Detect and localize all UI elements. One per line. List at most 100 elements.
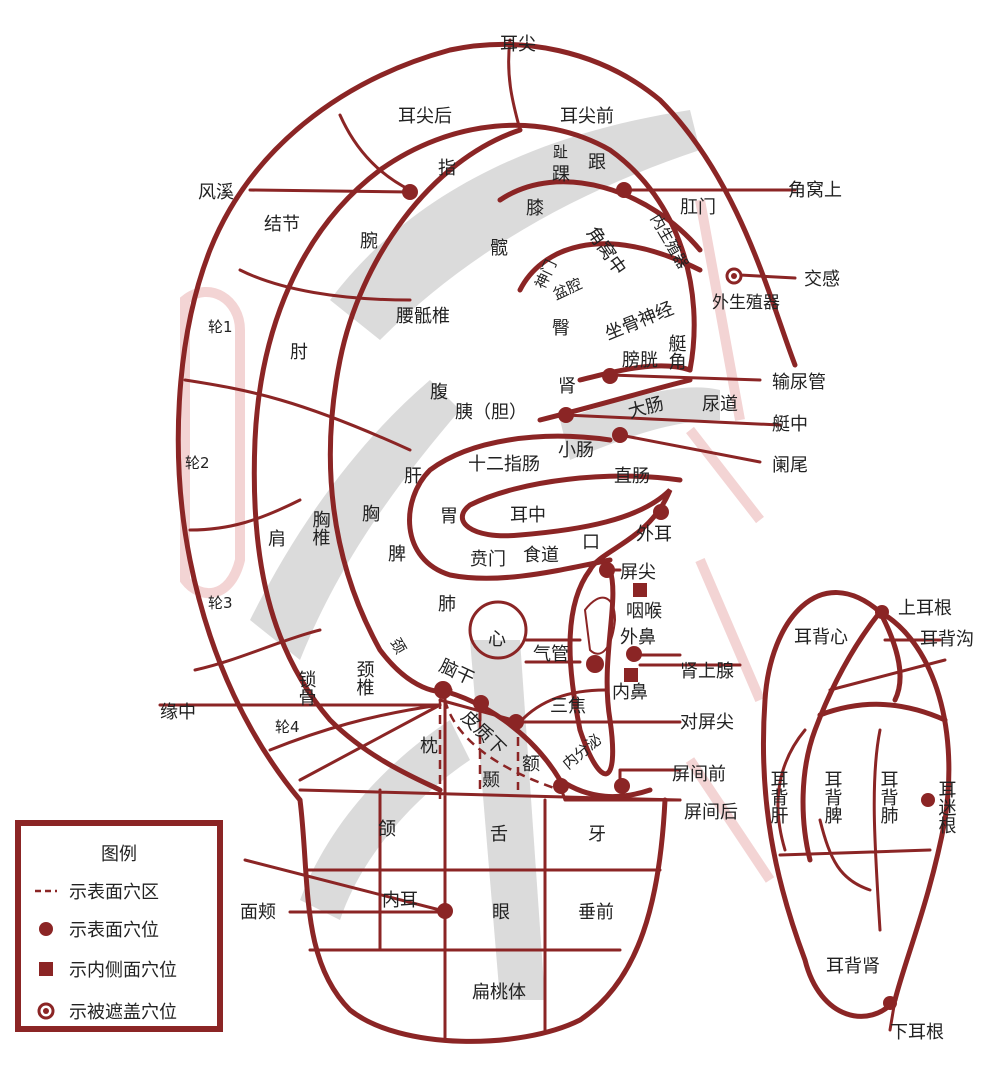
label: 指 — [438, 158, 456, 179]
pizhixia-point[interactable] — [473, 695, 489, 711]
label: 耳背心 — [794, 627, 848, 648]
ring-dot-icon — [35, 1002, 57, 1020]
label: 艇角 — [666, 334, 687, 370]
label: 缘中 — [160, 702, 196, 723]
tingzhong-point[interactable] — [558, 407, 574, 423]
label: 输尿管 — [772, 372, 826, 393]
filled-square-icon — [35, 962, 57, 976]
label: 耳中 — [510, 505, 546, 526]
label: 颌 — [378, 819, 396, 840]
label: 风溪 — [198, 182, 234, 203]
label: 臀 — [552, 318, 570, 339]
label: 肾 — [558, 376, 576, 397]
label: 结节 — [264, 214, 300, 235]
label: 额 — [522, 754, 540, 775]
waibi-point[interactable] — [626, 646, 642, 662]
duipingjian-point[interactable] — [508, 714, 524, 730]
label: 角窝中 — [582, 223, 630, 279]
label: 膀胱 — [622, 350, 658, 371]
label: 三焦 — [550, 696, 586, 717]
label: 贲门 — [470, 549, 506, 570]
legend-label: 示被遮盖穴位 — [69, 1002, 177, 1023]
label: 耳背沟 — [920, 629, 974, 650]
label: 轮4 — [275, 718, 300, 736]
label: 口 — [582, 532, 600, 553]
pingjianhou-point[interactable] — [553, 778, 569, 794]
label: 脾 — [388, 544, 406, 565]
acupoint-markers — [402, 182, 743, 919]
lanwei-point[interactable] — [612, 427, 628, 443]
label: 食道 — [523, 545, 559, 566]
label: 舌 — [490, 824, 508, 845]
label: 膝 — [526, 198, 544, 219]
label: 气管 — [533, 644, 569, 665]
jiaowoshang-point[interactable] — [616, 182, 632, 198]
legend-label: 示内侧面穴位 — [69, 960, 177, 981]
label: 颈 — [387, 635, 410, 657]
label: 耳迷根 — [936, 780, 957, 834]
pingjian-point[interactable] — [599, 562, 615, 578]
label: 耳背肾 — [826, 956, 880, 977]
label: 小肠 — [558, 440, 594, 461]
legend-item: 示表面穴位 — [35, 916, 159, 942]
ermigen-point[interactable] — [921, 793, 935, 807]
shuniaoguan-point[interactable] — [602, 368, 618, 384]
legend-title: 图例 — [101, 844, 137, 865]
neier-point[interactable] — [437, 903, 453, 919]
label: 肘 — [290, 342, 308, 363]
legend-item: 示表面穴区 — [35, 878, 159, 904]
label: 踝 — [552, 164, 570, 185]
label: 扁桃体 — [472, 982, 526, 1003]
label: 阑尾 — [772, 455, 808, 476]
label: 肛门 — [680, 197, 716, 218]
pingjianqian-point[interactable] — [614, 778, 630, 794]
legend-label: 示表面穴区 — [69, 882, 159, 903]
label: 咽喉 — [626, 601, 662, 622]
waier-point[interactable] — [653, 504, 669, 520]
label: 艇中 — [772, 414, 808, 435]
shenshangxian-point[interactable] — [586, 655, 604, 673]
label: 对屏尖 — [680, 712, 734, 733]
xiaergen-point[interactable] — [883, 996, 897, 1010]
label: 肩 — [268, 529, 286, 550]
jiaogan-point-center — [731, 273, 737, 279]
neibi-point[interactable] — [624, 668, 638, 682]
label: 耳背脾 — [822, 770, 843, 825]
label: 外生殖器 — [712, 293, 780, 313]
label: 垂前 — [578, 902, 614, 923]
label: 上耳根 — [898, 598, 952, 619]
label: 轮3 — [208, 594, 233, 612]
label: 胸 — [362, 504, 380, 525]
yanhou-point[interactable] — [633, 583, 647, 597]
label: 耳尖后 — [398, 106, 452, 127]
label: 锁骨 — [296, 670, 317, 706]
label: 颞 — [482, 770, 500, 791]
label: 肺 — [438, 594, 456, 615]
label: 腕 — [360, 231, 378, 252]
label: 屏间后 — [684, 802, 738, 823]
label: 内耳 — [382, 890, 418, 911]
shangergen-point[interactable] — [875, 605, 889, 619]
label: 肾上腺 — [680, 661, 734, 682]
label: 胃 — [440, 506, 458, 527]
label: 腹 — [430, 382, 448, 403]
legend-item: 示被遮盖穴位 — [35, 998, 177, 1024]
label: 直肠 — [614, 466, 650, 487]
label: 下耳根 — [890, 1022, 944, 1043]
label: 盆腔 — [550, 275, 585, 304]
label: 趾 — [553, 143, 568, 161]
fengxi-point[interactable] — [402, 184, 418, 200]
label: 外鼻 — [620, 627, 656, 648]
label: 耳背肝 — [768, 770, 789, 824]
label: 耳尖 — [500, 34, 536, 55]
label: 耳尖前 — [560, 106, 614, 127]
filled-dot-icon — [35, 921, 57, 937]
dashed-line-icon — [35, 889, 57, 893]
label: 牙 — [588, 824, 606, 845]
label: 腰骶椎 — [396, 306, 450, 327]
naogan-point[interactable] — [434, 681, 452, 699]
legend: 图例 示表面穴区 示表面穴位 示内侧面穴位 示被遮盖穴位 — [15, 820, 223, 1032]
label: 枕 — [420, 736, 438, 757]
label: 眼 — [492, 902, 510, 923]
